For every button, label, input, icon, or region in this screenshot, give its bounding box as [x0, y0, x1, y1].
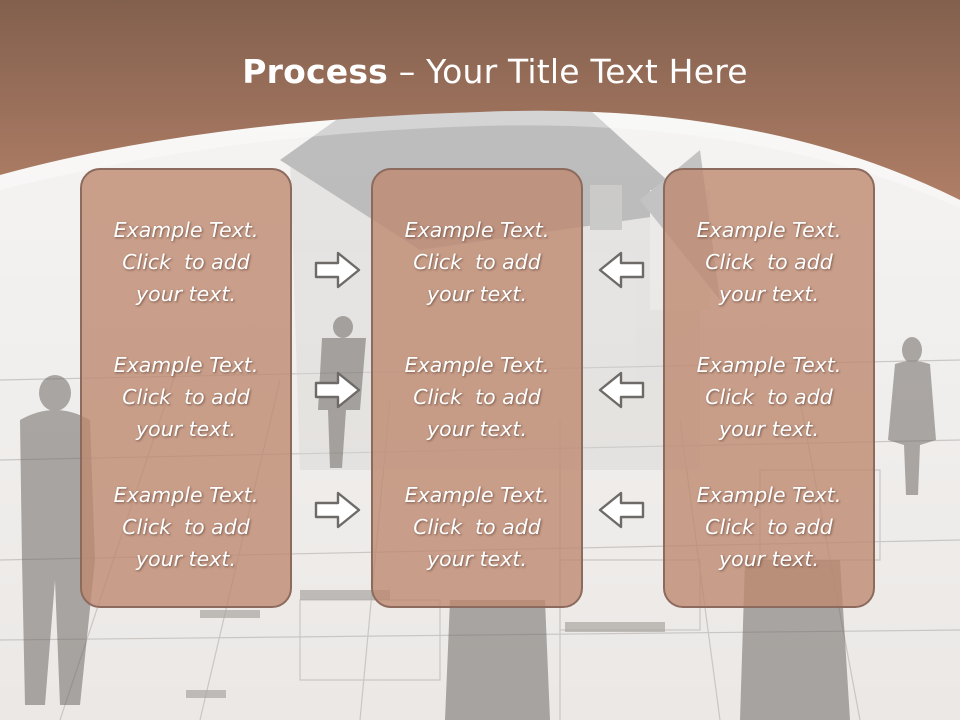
text-line: your text.: [719, 282, 819, 306]
text-line: your text.: [136, 417, 236, 441]
text-line: Click to add: [413, 250, 541, 274]
text-line: your text.: [719, 547, 819, 571]
text-line: Example Text.: [404, 483, 550, 507]
text-line: your text.: [427, 282, 527, 306]
text-line: Example Text.: [696, 218, 842, 242]
text-line: your text.: [427, 547, 527, 571]
process-panel-left[interactable]: Example Text. Click to add your text. Ex…: [80, 168, 292, 608]
panel-text-block[interactable]: Example Text. Click to add your text.: [82, 349, 290, 445]
arrow-right-icon: [314, 491, 361, 529]
text-line: Example Text.: [696, 353, 842, 377]
title-bold: Process: [242, 52, 389, 91]
text-line: Example Text.: [696, 483, 842, 507]
text-line: Click to add: [705, 385, 833, 409]
panel-text-block[interactable]: Example Text. Click to add your text.: [373, 479, 581, 575]
arrow-right-icon: [314, 371, 361, 409]
text-line: Click to add: [122, 515, 250, 539]
panel-text-block[interactable]: Example Text. Click to add your text.: [665, 349, 873, 445]
text-line: Click to add: [705, 515, 833, 539]
text-line: Click to add: [413, 385, 541, 409]
text-line: your text.: [719, 417, 819, 441]
panel-text-block[interactable]: Example Text. Click to add your text.: [373, 214, 581, 310]
panel-text-block[interactable]: Example Text. Click to add your text.: [82, 479, 290, 575]
panel-text-block[interactable]: Example Text. Click to add your text.: [665, 214, 873, 310]
text-line: Click to add: [705, 250, 833, 274]
arrow-right-icon: [314, 251, 361, 289]
text-line: Example Text.: [404, 353, 550, 377]
text-line: your text.: [427, 417, 527, 441]
arrow-left-icon: [598, 491, 645, 529]
text-line: Click to add: [413, 515, 541, 539]
header-band: [0, 0, 960, 200]
arrow-left-icon: [598, 371, 645, 409]
title-rest: – Your Title Text Here: [388, 52, 748, 91]
panel-text-block[interactable]: Example Text. Click to add your text.: [373, 349, 581, 445]
text-line: Example Text.: [113, 218, 259, 242]
text-line: your text.: [136, 547, 236, 571]
blueprint-label-marks: [186, 590, 665, 698]
slide-title: Process – Your Title Text Here: [0, 52, 960, 91]
arrow-left-icon: [598, 251, 645, 289]
process-panel-right[interactable]: Example Text. Click to add your text. Ex…: [663, 168, 875, 608]
panel-text-block[interactable]: Example Text. Click to add your text.: [665, 479, 873, 575]
text-line: Example Text.: [113, 353, 259, 377]
text-line: Example Text.: [113, 483, 259, 507]
text-line: Example Text.: [404, 218, 550, 242]
process-panel-center[interactable]: Example Text. Click to add your text. Ex…: [371, 168, 583, 608]
text-line: Click to add: [122, 385, 250, 409]
panel-text-block[interactable]: Example Text. Click to add your text.: [82, 214, 290, 310]
text-line: your text.: [136, 282, 236, 306]
text-line: Click to add: [122, 250, 250, 274]
